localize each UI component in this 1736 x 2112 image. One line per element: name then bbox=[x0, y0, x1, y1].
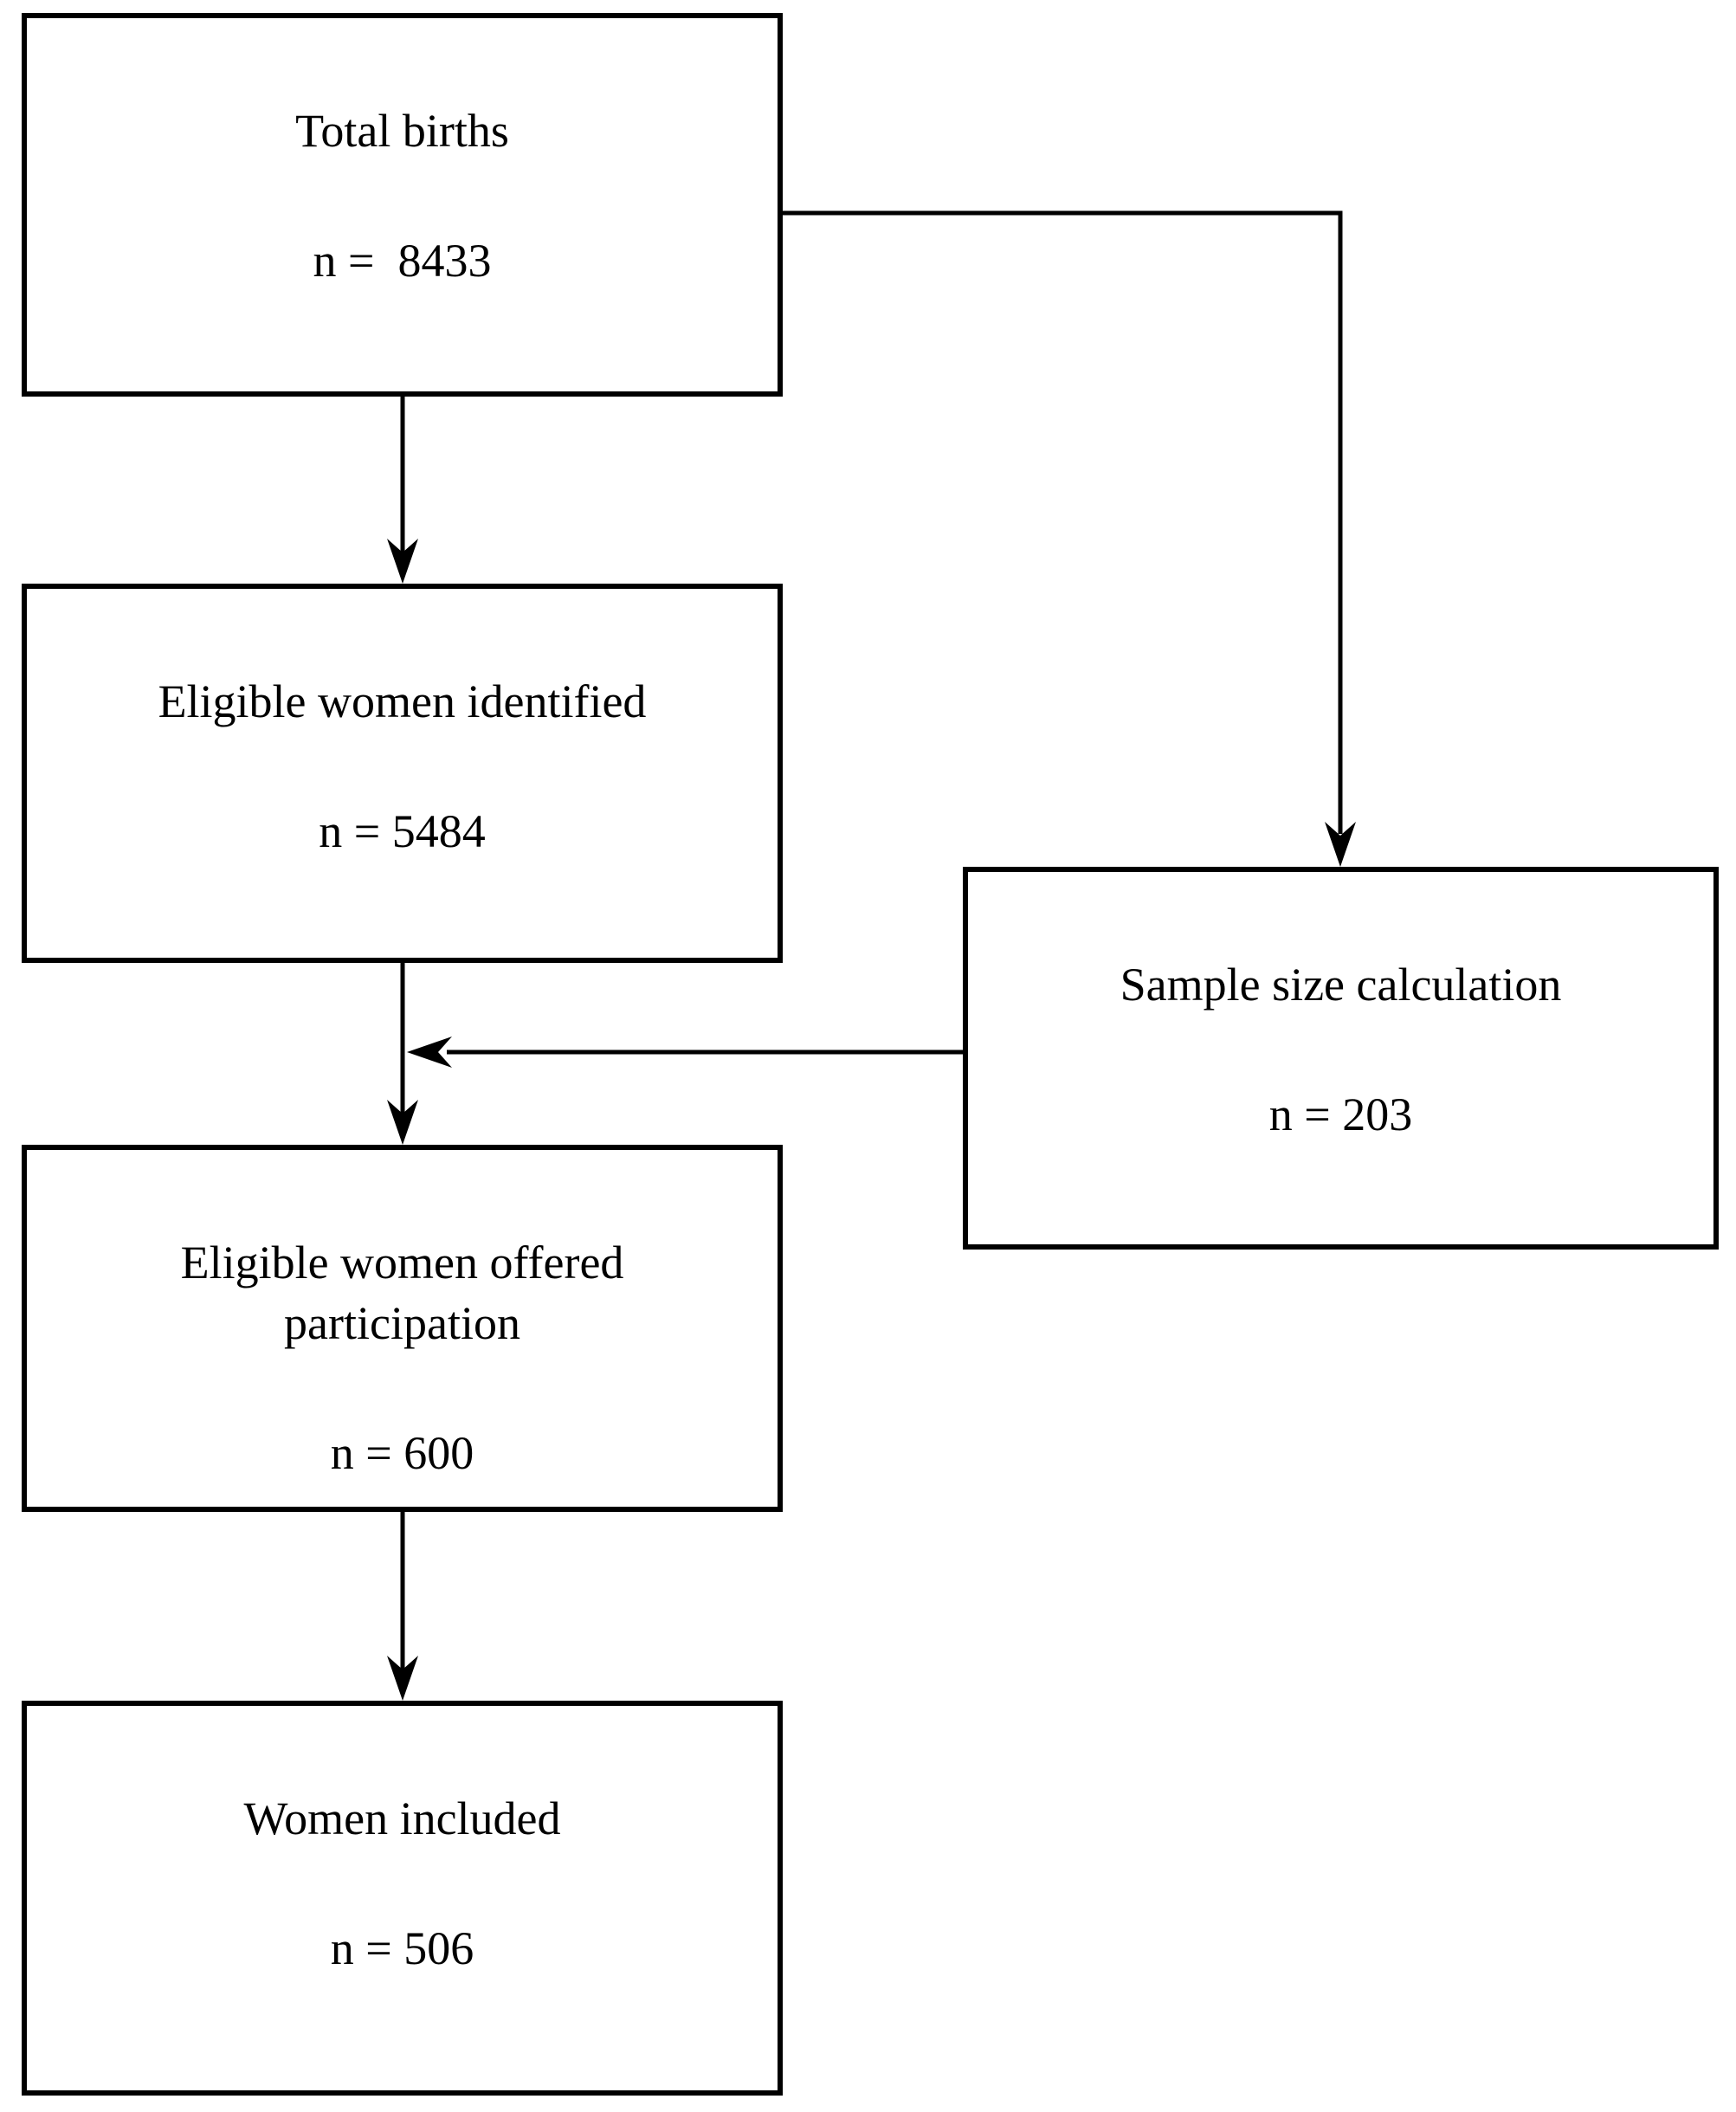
arrowhead-down-offered-icon bbox=[387, 1100, 418, 1145]
arrowhead-down-sample-icon bbox=[1325, 822, 1356, 867]
node-count: n = 600 bbox=[330, 1427, 474, 1480]
arrowhead-down-identified-icon bbox=[387, 539, 418, 584]
arrowhead-down-included-icon bbox=[387, 1656, 418, 1701]
node-label: Eligible women identified bbox=[158, 675, 647, 727]
node-count: n = 203 bbox=[1268, 1088, 1413, 1141]
node-eligible-women-identified: Eligible women identified n = 5484 bbox=[22, 584, 783, 963]
arrowhead-left-merge-icon bbox=[407, 1037, 452, 1068]
node-label: Women included bbox=[243, 1792, 561, 1844]
node-label: Total births bbox=[295, 105, 509, 157]
node-women-included: Women included n = 506 bbox=[22, 1701, 783, 2096]
node-sample-size-calculation: Sample size calculation n = 203 bbox=[963, 867, 1719, 1250]
node-count: n = 8433 bbox=[313, 235, 492, 287]
connector-total-to-sample bbox=[781, 210, 1343, 834]
node-count: n = 506 bbox=[330, 1922, 474, 1975]
node-eligible-women-offered-participation: Eligible women offered participation n =… bbox=[22, 1145, 783, 1512]
node-total-births: Total births n = 8433 bbox=[22, 13, 783, 397]
node-label: Sample size calculation bbox=[1120, 959, 1562, 1011]
node-label: Eligible women offered participation bbox=[180, 1237, 636, 1350]
node-count: n = 5484 bbox=[319, 805, 486, 858]
